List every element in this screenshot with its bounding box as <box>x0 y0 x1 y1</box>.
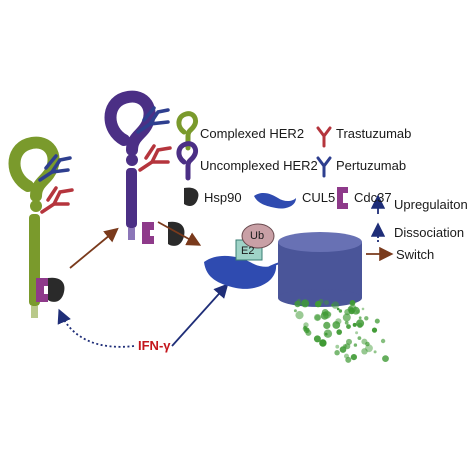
peptide-fragment <box>380 338 386 344</box>
peptide-fragment <box>335 344 340 349</box>
legend-trastuzumab: Trastuzumab <box>336 126 412 141</box>
ifn-gamma-label: IFN-γ <box>138 338 171 353</box>
legend-dissociation: Dissociation <box>394 225 465 240</box>
peptide-fragment <box>294 300 301 308</box>
peptide-fragment <box>382 355 389 362</box>
peptide-fragment <box>339 346 347 353</box>
peptide-fragment <box>346 324 351 329</box>
peptide-fragment <box>313 335 321 343</box>
peptide-fragment <box>364 316 369 321</box>
peptide-fragment <box>357 336 362 340</box>
legend-hsp90: Hsp90 <box>204 190 242 205</box>
peptide-fragment <box>355 331 359 335</box>
legend-switch: Switch <box>396 247 435 262</box>
peptide-fragment <box>331 301 340 309</box>
peptide-fragment <box>357 322 363 328</box>
switch-arrow <box>69 227 119 269</box>
hsp90-legend-icon <box>184 187 199 206</box>
ub-label: Ub <box>250 230 265 242</box>
peptide-fragment <box>301 299 310 308</box>
peptide-fragment <box>331 303 334 307</box>
peptide-fragment <box>344 309 351 316</box>
peptide-fragment <box>305 328 309 332</box>
peptide-fragment <box>361 348 368 355</box>
peptide-fragment <box>297 298 302 303</box>
hsp90-icon <box>48 277 65 302</box>
peptide-fragment <box>293 309 297 313</box>
peptide-fragment <box>335 318 342 325</box>
peptide-fragment <box>344 320 349 325</box>
legend-uncomplexed-her2: Uncomplexed HER2 <box>200 158 318 173</box>
cdc37-icon <box>36 278 48 302</box>
hsp90-icon <box>168 221 185 246</box>
degradation-fragments <box>293 298 389 363</box>
peptide-fragment <box>323 329 333 338</box>
cdc37-icon <box>142 222 154 244</box>
peptide-fragment <box>353 343 358 347</box>
switch-arrow <box>157 221 202 246</box>
complexed-her2-legend-icon <box>176 111 199 151</box>
pertuzumab-legend-icon <box>316 156 332 178</box>
peptide-fragment <box>336 329 343 335</box>
uncomplexed-her2-receptor <box>104 90 156 240</box>
legend-cdc37: Cdc37 <box>354 190 392 205</box>
peptide-fragment <box>303 325 307 330</box>
peptide-fragment <box>350 354 357 361</box>
peptide-fragment <box>319 339 327 347</box>
peptide-fragment <box>373 350 377 354</box>
trastuzumab-legend-icon <box>316 126 332 148</box>
peptide-fragment <box>342 313 351 322</box>
cul5-legend-icon <box>254 192 296 209</box>
peptide-fragment <box>334 350 340 356</box>
e2-label: E2 <box>241 245 255 257</box>
legend-pertuzumab: Pertuzumab <box>336 158 407 173</box>
cul5-icon <box>204 255 277 289</box>
uncomplexed-her2-legend-icon <box>176 141 199 181</box>
peptide-fragment <box>324 332 328 336</box>
peptide-fragment <box>315 300 322 308</box>
peptide-fragment <box>371 327 378 333</box>
peptide-fragment <box>295 311 304 320</box>
complexed-her2-receptor <box>8 136 60 318</box>
trastuzumab-icon <box>40 186 74 214</box>
dissociation-arrow <box>57 308 135 348</box>
cdc37-legend-icon <box>337 187 348 209</box>
peptide-fragment <box>320 311 329 320</box>
peptide-fragment <box>323 321 331 329</box>
pertuzumab-icon <box>136 106 170 134</box>
peptide-fragment <box>374 318 380 324</box>
legend-cul5: CUL5 <box>302 190 336 205</box>
proteasome <box>278 232 362 307</box>
peptide-fragment <box>352 322 357 327</box>
peptide-fragment <box>361 307 365 311</box>
trastuzumab-icon <box>138 144 172 172</box>
peptide-fragment <box>314 314 321 321</box>
upregulation-arrow <box>171 283 229 347</box>
legend-complexed-her2: Complexed HER2 <box>200 126 305 141</box>
peptide-fragment <box>346 338 352 345</box>
peptide-fragment <box>336 307 340 311</box>
legend-upregulation: Upregulaiton <box>394 197 468 212</box>
peptide-fragment <box>324 300 329 305</box>
peptide-fragment <box>344 353 349 359</box>
peptide-fragment <box>348 304 357 313</box>
peptide-fragment <box>349 300 356 306</box>
peptide-fragment <box>365 344 373 353</box>
peptide-fragment <box>361 338 368 345</box>
ub-circle <box>241 223 275 249</box>
peptide-fragment <box>338 309 343 313</box>
peptide-fragment <box>358 316 362 320</box>
pertuzumab-icon <box>38 154 72 182</box>
